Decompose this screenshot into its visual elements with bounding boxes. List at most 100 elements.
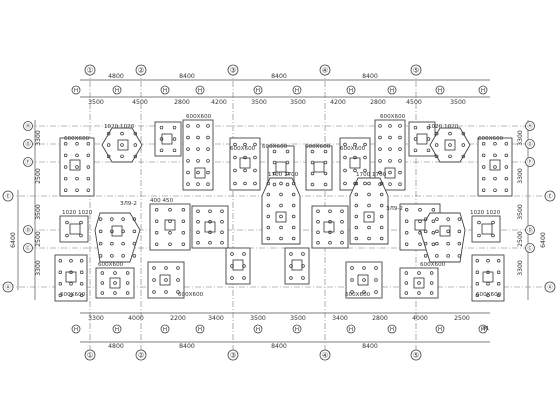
pile-circle xyxy=(388,124,392,128)
left-axis-8: Ⓐ xyxy=(5,283,11,291)
top-sub-dim-1: 3500 xyxy=(88,99,104,106)
pile-circle xyxy=(374,266,378,270)
pile-circle xyxy=(340,209,344,214)
pile-circle xyxy=(172,148,177,153)
pile-circle xyxy=(475,259,480,263)
footing-label-19: 600X600 xyxy=(345,292,371,298)
footing-label-10: 600X600 xyxy=(478,136,504,142)
pile-circle xyxy=(181,208,186,212)
pile-circle xyxy=(504,142,509,146)
pile-circle xyxy=(176,290,180,294)
pile-circle xyxy=(417,291,421,295)
pile-circle xyxy=(253,155,257,160)
pile-circle xyxy=(328,230,332,235)
pile-circle xyxy=(367,236,371,241)
pile-circle xyxy=(186,159,190,163)
left-axis-3: Ⓕ xyxy=(25,158,31,166)
top-axis-bubbles: ① ② ③ ④ ⑤ xyxy=(84,64,422,76)
right-dim-5: 3300 xyxy=(517,260,524,276)
pile-circle xyxy=(181,231,186,235)
right-axis-bubbles: Ⓗ Ⓖ Ⓕ Ⓔ Ⓓ Ⓒ Ⓐ xyxy=(525,121,556,293)
bottom-sub-dim-1: 3300 xyxy=(88,315,104,322)
pile-circle xyxy=(279,214,283,219)
svg-text:H: H xyxy=(481,88,485,94)
pile-circle xyxy=(196,220,200,224)
pile-circle xyxy=(168,242,172,247)
svg-text:H: H xyxy=(349,327,353,333)
pile-circle xyxy=(154,208,159,212)
note-2: ЗЛ9-2 xyxy=(386,206,403,212)
pile-circle xyxy=(86,142,91,146)
pile-circle xyxy=(63,176,68,181)
right-axis-1: Ⓗ xyxy=(527,122,533,130)
axis-label-top-5: ⑤ xyxy=(413,67,419,75)
footing-label-17: 600X600 xyxy=(60,292,86,298)
columns xyxy=(65,133,501,289)
bottom-sub-dim-3: 2200 xyxy=(170,315,186,322)
footing-label-1: 600X600 xyxy=(64,136,90,142)
pile-circle xyxy=(253,181,257,186)
pile-circle xyxy=(196,159,200,163)
left-axis-bubbles: Ⓗ Ⓖ Ⓕ Ⓔ Ⓓ Ⓒ Ⓐ xyxy=(2,121,33,293)
pile-circle xyxy=(328,241,332,245)
top-sub-dim-10: 3500 xyxy=(450,99,466,106)
top-span-2: 8400 xyxy=(179,73,195,80)
right-axis-2: Ⓖ xyxy=(527,140,533,148)
right-dim-2: 3300 xyxy=(517,168,524,184)
pile-circle xyxy=(316,241,320,245)
pile-circle xyxy=(164,278,168,282)
pile-circle xyxy=(75,165,79,169)
pile-circle xyxy=(208,220,212,224)
pile-circle xyxy=(496,270,501,275)
pile-circle xyxy=(75,153,79,158)
svg-text:H: H xyxy=(481,327,485,333)
axis-label-top-2: ② xyxy=(138,67,144,75)
pile-circle xyxy=(493,142,497,146)
pile-circle xyxy=(121,254,125,258)
pile-circle xyxy=(65,220,69,225)
pile-circle xyxy=(398,170,402,175)
pile-circle xyxy=(110,229,114,234)
pile-circle xyxy=(113,291,117,295)
pile-circle xyxy=(152,278,156,282)
pile-circle xyxy=(285,149,290,154)
pile-circle xyxy=(398,182,402,186)
pile-circle xyxy=(496,293,501,298)
pile-circle xyxy=(152,266,156,270)
pile-circle xyxy=(354,181,359,186)
svg-text:H: H xyxy=(198,327,202,333)
pile-circle xyxy=(457,217,462,221)
pile-circle xyxy=(168,208,172,212)
pile-circle xyxy=(220,220,224,224)
pile-circle xyxy=(159,125,164,130)
pile-circle xyxy=(378,182,382,186)
pile-circle xyxy=(291,203,296,208)
pile-circle xyxy=(481,142,486,146)
pile-circle xyxy=(477,220,481,225)
axis-label-bottom-3: ③ xyxy=(230,352,236,360)
pile-circle xyxy=(461,154,466,159)
pile-circle xyxy=(423,217,428,221)
bottom-span-dimensions: 4800 8400 8400 8400 xyxy=(108,343,378,350)
secondary-axis-bubbles-bottom: H H H H H H H H H H xyxy=(71,324,488,334)
pile-circle xyxy=(367,181,371,186)
pile-circle xyxy=(220,209,224,214)
pile-circle xyxy=(152,290,156,294)
pile-circle xyxy=(413,148,418,153)
top-sub-dim-3: 2800 xyxy=(174,99,190,106)
pile-circle xyxy=(75,142,79,146)
bottom-span-2: 8400 xyxy=(179,343,195,350)
pile-circle xyxy=(417,281,421,285)
pile-circle xyxy=(113,271,117,275)
pile-circle xyxy=(110,241,114,246)
pile-circle xyxy=(418,231,422,235)
pile-circle xyxy=(343,142,347,147)
pile-circle xyxy=(233,155,237,160)
pile-circle xyxy=(379,192,384,197)
pile-circle xyxy=(310,171,315,176)
pile-circle xyxy=(481,188,486,192)
footing-label-3: 600X600 xyxy=(186,114,212,120)
pile-circle xyxy=(186,147,190,151)
pile-circle xyxy=(481,153,486,158)
pile-circle xyxy=(404,219,409,224)
